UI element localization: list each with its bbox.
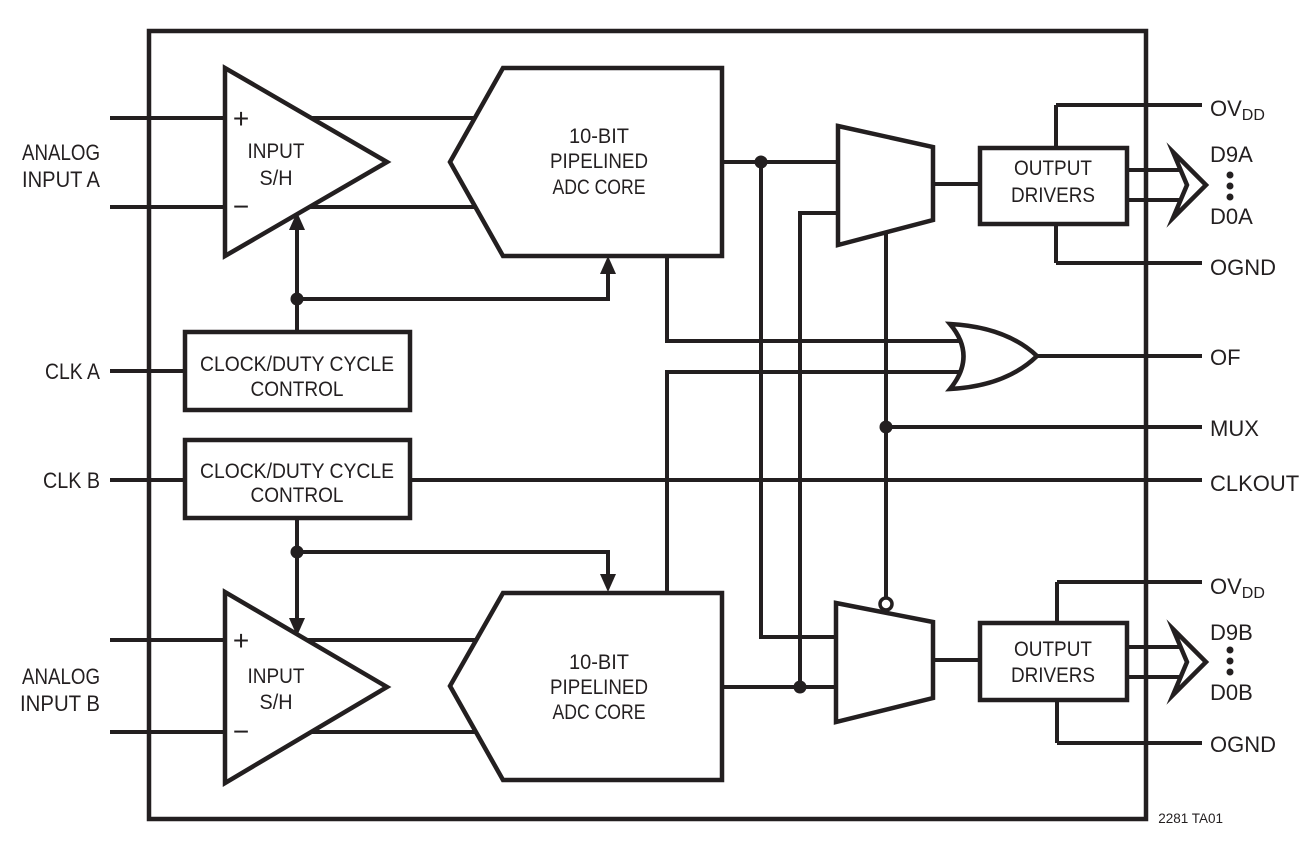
adc-b-label-line1: 10-BIT [569,651,629,674]
adc-b-label-line3: ADC CORE [553,701,646,724]
sh-a-plus-sign: + [233,103,249,134]
wire-or-input-b [665,370,966,593]
drv-a-label-line2: DRIVERS [1011,184,1095,207]
pin-label-analog-input-b-line1: ANALOG [22,664,100,689]
clkctrl-a-label-line2: CONTROL [251,378,344,401]
clock-arrowhead-icon [289,212,305,230]
pin-label-clk-a: CLK A [45,359,100,384]
wire-or-input-a [665,256,966,343]
clock-control-a [182,329,413,413]
bus-ellipsis-a-icon [1226,171,1234,201]
pin-label-analog-input-b-line2: INPUT B [20,691,100,716]
drv-b-label-line1: OUTPUT [1014,638,1092,661]
pin-label-analog-input-a-line1: ANALOG [22,140,100,165]
pin-label-d0a: D0A [1210,204,1253,229]
pin-label-ovdd-b-sub: DD [1242,585,1265,602]
adc-a-label-line1: 10-BIT [569,125,629,148]
junction-dot [290,545,304,559]
pin-label-ovdd-a-sub: DD [1242,107,1265,124]
pin-label-analog-input-a-line2: INPUT A [22,167,100,192]
adc-core-a [447,65,725,259]
clock-control-b [182,437,413,521]
pin-label-of: OF [1210,345,1241,370]
mux-a [835,123,936,248]
bus-ellipsis-b-icon [1226,646,1234,676]
clkctrl-a-label-line1: CLOCK/DUTY CYCLE [200,353,394,376]
sh-b-label-line1: INPUT [248,665,305,688]
adc-core-b [447,590,725,783]
pin-label-ovdd-a: OVDD [1210,96,1265,124]
figure-annotation: 2281 TA01 [1158,811,1223,826]
sh-b-plus-sign: + [233,625,249,656]
invert-bubble-icon [878,596,894,612]
junction-dot [879,420,893,434]
clock-arrowhead-icon [600,574,616,592]
junction-dot [754,155,768,169]
pin-label-clkout: CLKOUT [1210,471,1299,496]
pin-label-ognd-b: OGND [1210,732,1276,757]
clkctrl-b-label-line2: CONTROL [251,484,344,507]
junction-dot [290,292,304,306]
clkctrl-b-label-line1: CLOCK/DUTY CYCLE [200,460,394,483]
adc-a-label-line3: ADC CORE [553,176,646,199]
sh-a-minus-sign: − [233,191,249,222]
pin-label-ovdd-b: OVDD [1210,574,1265,602]
sh-b-minus-sign: − [233,716,249,747]
sh-amp-b [222,588,392,787]
wire-clock-a-to-adc [297,272,610,301]
pin-label-ovdd-a-main: OV [1210,96,1242,121]
adc-a-label-line2: PIPELINED [550,150,648,173]
wire-adc-b-to-mux-a [798,211,838,687]
pin-label-clk-b: CLK B [43,468,100,493]
output-drivers-b [977,620,1130,703]
decorations [289,155,1234,694]
bus-arrow-a-icon [1166,142,1210,228]
wire-adc-a-to-mux-b [759,162,836,639]
drv-b-label-line2: DRIVERS [1011,664,1095,687]
pin-label-d9b: D9B [1210,620,1253,645]
drv-a-label-line1: OUTPUT [1014,157,1092,180]
pin-label-d9a: D9A [1210,142,1253,167]
pin-label-d0b: D0B [1210,680,1253,705]
adc-b-label-line2: PIPELINED [550,676,648,699]
or-gate [944,321,1041,392]
sh-b-label-line2: S/H [260,691,293,714]
output-drivers-a [977,145,1130,227]
sh-a-label-line1: INPUT [248,140,305,163]
clock-arrowhead-icon [600,256,616,274]
sh-amp-a [222,64,392,260]
wire-clock-b-to-adc [297,550,610,577]
pin-label-ognd-a: OGND [1210,255,1276,280]
clock-arrowhead-icon [289,618,305,636]
pin-label-mux: MUX [1210,416,1259,441]
wires [110,103,1202,745]
mux-b [833,600,936,725]
sh-a-label-line2: S/H [260,167,293,190]
junction-dot [793,680,807,694]
bus-arrow-b-icon [1166,619,1210,705]
pin-label-ovdd-b-main: OV [1210,574,1242,599]
